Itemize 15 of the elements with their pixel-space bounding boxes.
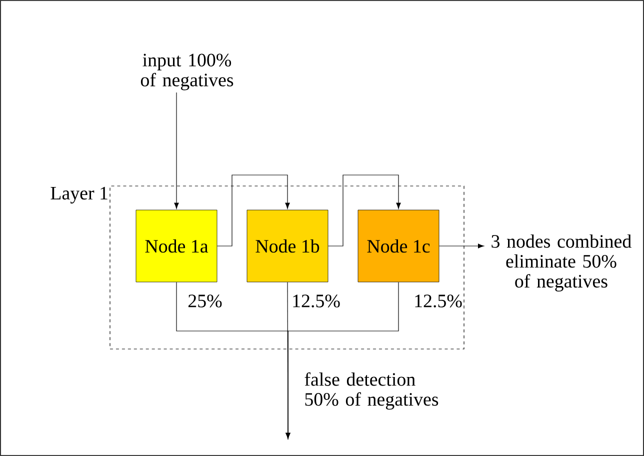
node-label: Layer 1 [50, 186, 108, 204]
node-box: Node 1a [136, 210, 218, 282]
node-box: Node 1c [358, 210, 440, 282]
arrow [174, 92, 179, 209]
edge-label: 12.5% [290, 294, 342, 308]
arrow [286, 282, 399, 439]
node-box: Node 1b [246, 210, 328, 282]
input-label: input 100% of negatives [140, 54, 234, 90]
output-label: 3 nodes combined eliminate 50% of negatives [492, 234, 632, 292]
arrow [438, 244, 484, 248]
arrow [328, 174, 401, 246]
edge-label: 25% [186, 294, 224, 308]
arrow [216, 174, 290, 246]
output-label: false detection 50% of negatives [304, 372, 438, 410]
edge-label: 12.5% [412, 294, 464, 308]
